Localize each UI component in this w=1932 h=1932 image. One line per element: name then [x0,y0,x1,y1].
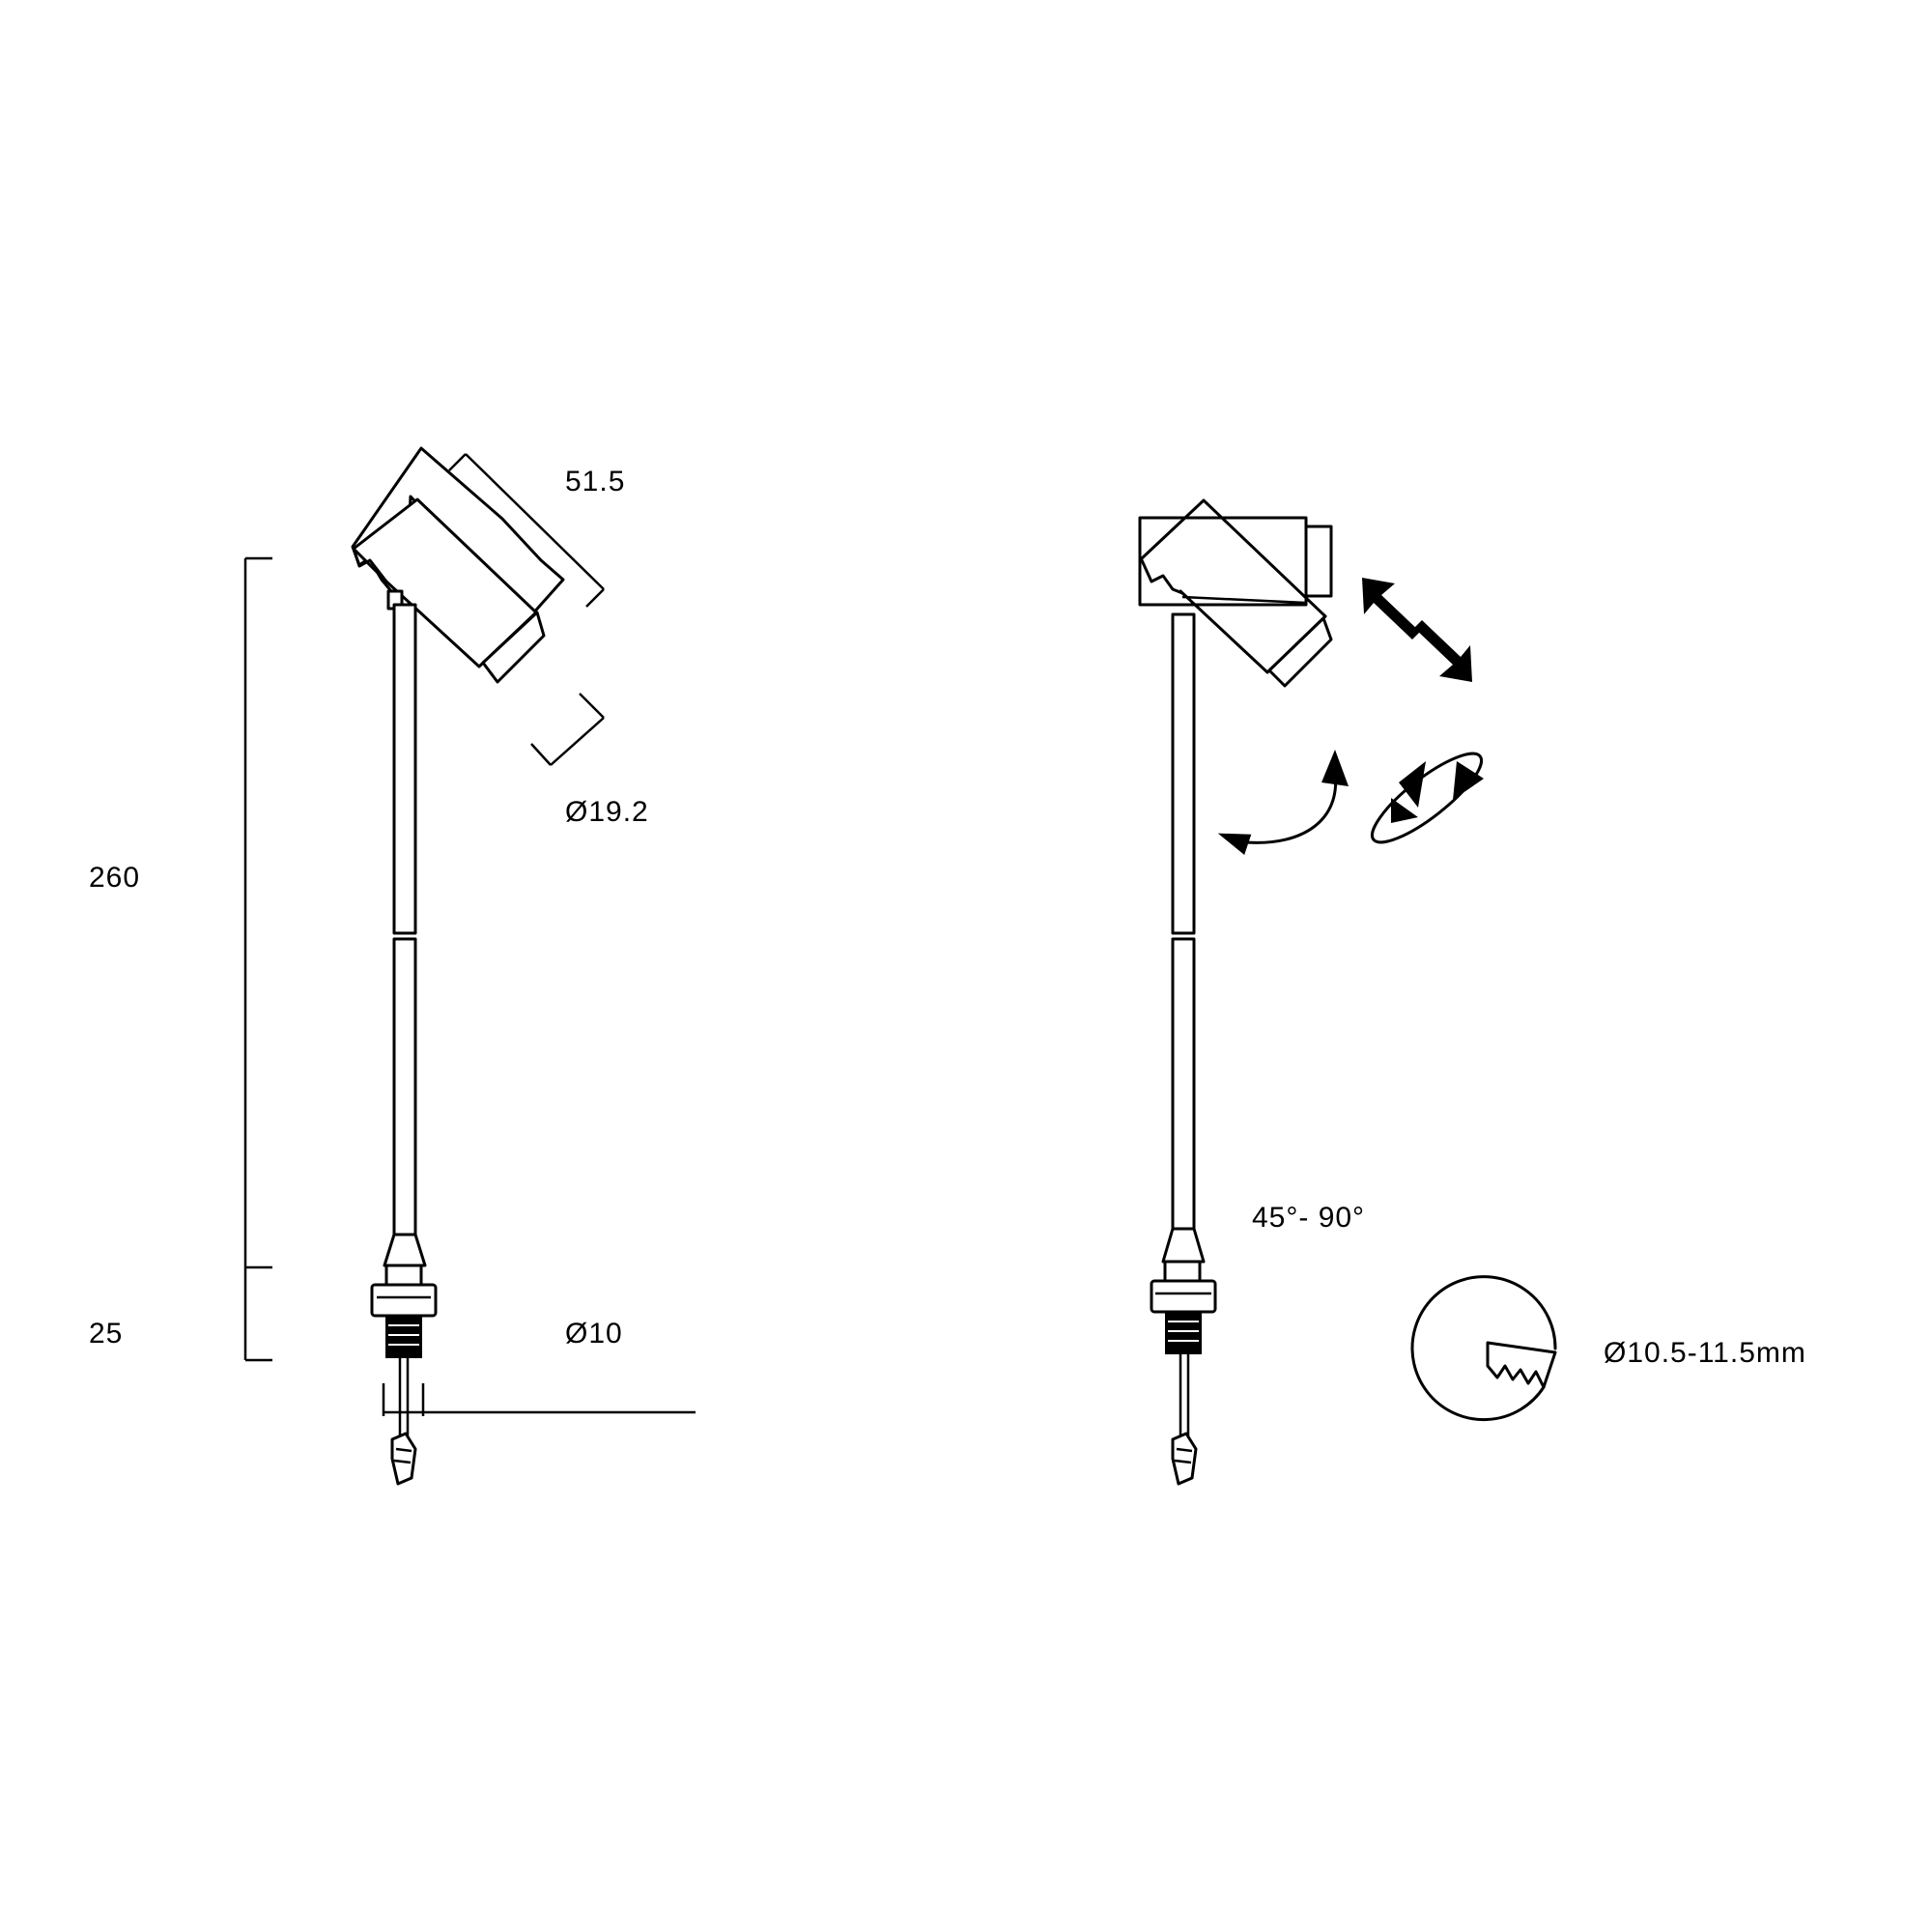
rotate-arrow-icon [1217,750,1349,856]
tilt-arrow-icon [1362,578,1472,682]
label-stem-height: 260 [89,862,140,894]
dim-head-diameter: Ø19.2 [530,693,649,828]
label-head-length: 51.5 [565,466,625,497]
label-head-diameter: Ø19.2 [565,796,649,828]
dim-height: 260 25 [89,556,272,1362]
right-lamp [1138,498,1333,1486]
swivel-arrow-icon [1370,752,1484,844]
label-thread-diameter: Ø10 [565,1318,623,1350]
left-lamp-thread [385,1316,422,1358]
left-lamp-stem-upper [392,603,417,935]
left-lamp-stem-lower [392,937,417,1236]
left-lamp [351,446,565,1486]
dim-thread-diameter: Ø10 [382,1318,696,1416]
label-base-height: 25 [89,1318,123,1350]
drill-hole-icon [1410,1275,1557,1422]
dim-head-length: 51.5 [448,453,625,608]
right-lamp-washer [1150,1279,1217,1314]
right-lamp-head-tilted [1140,498,1327,674]
label-tilt-range: 45°- 90° [1252,1202,1365,1234]
left-lamp-connector [390,1432,417,1486]
right-lamp-thread [1165,1312,1202,1354]
left-lamp-washer [370,1283,438,1318]
right-lamp-stem-upper [1171,612,1196,935]
label-hole-diameter: Ø10.5-11.5mm [1604,1337,1806,1369]
right-lamp-connector [1171,1432,1198,1486]
right-lamp-head-horizontal [1138,516,1308,607]
right-lamp-stem-lower [1171,937,1196,1231]
